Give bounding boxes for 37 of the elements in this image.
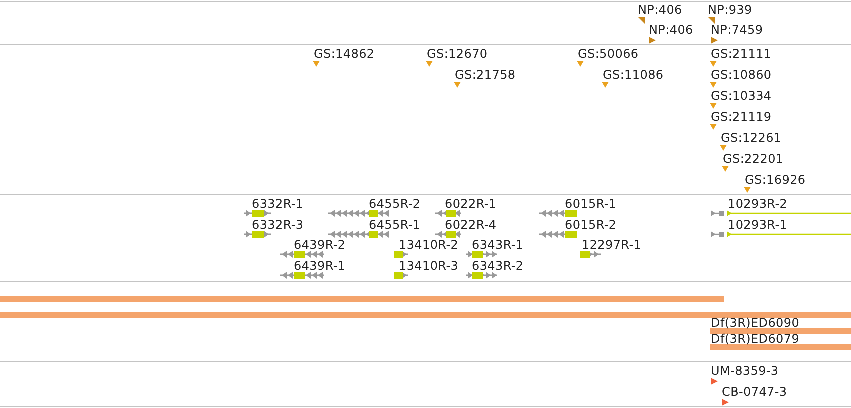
feature-label: GS:21111 bbox=[711, 47, 772, 61]
feature-label: 12297R-1 bbox=[582, 238, 642, 252]
feature-label: 10293R-2 bbox=[728, 197, 788, 211]
feature-label: GS:14862 bbox=[314, 47, 375, 61]
feature-label: GS:50066 bbox=[578, 47, 639, 61]
feature-label: 6343R-2 bbox=[472, 259, 524, 273]
feature-label: 10293R-1 bbox=[728, 218, 788, 232]
feature-label: 13410R-3 bbox=[399, 259, 459, 273]
feature-label: Df(3R)ED6090 bbox=[711, 316, 800, 330]
feature-label: NP:406 bbox=[638, 3, 682, 17]
feature-label: GS:21758 bbox=[455, 68, 516, 82]
feature-label: GS:10860 bbox=[711, 68, 772, 82]
feature-label: UM-8359-3 bbox=[711, 364, 779, 378]
feature-label: 6015R-1 bbox=[565, 197, 617, 211]
feature-label: 6022R-1 bbox=[445, 197, 497, 211]
feature-label: GS:11086 bbox=[603, 68, 664, 82]
feature-label: GS:12261 bbox=[721, 131, 782, 145]
feature-label: GS:10334 bbox=[711, 89, 772, 103]
feature-label: NP:7459 bbox=[711, 23, 764, 37]
feature-label: 6022R-4 bbox=[445, 218, 497, 232]
feature-label: GS:21119 bbox=[711, 110, 772, 124]
feature-label: 6015R-2 bbox=[565, 218, 617, 232]
feature-label: GS:12670 bbox=[427, 47, 488, 61]
feature-label: 6455R-2 bbox=[369, 197, 421, 211]
feature-label: 13410R-2 bbox=[399, 238, 459, 252]
feature-label: 6455R-1 bbox=[369, 218, 421, 232]
feature-label: 6439R-1 bbox=[294, 259, 346, 273]
feature-label: GS:16926 bbox=[745, 173, 806, 187]
feature-label: Df(3R)ED6079 bbox=[711, 332, 800, 346]
feature-label: GS:22201 bbox=[723, 152, 784, 166]
feature-label: 6332R-3 bbox=[252, 218, 304, 232]
feature-label: 6439R-2 bbox=[294, 238, 346, 252]
feature-label: NP:406 bbox=[649, 23, 694, 37]
feature-label: 6343R-1 bbox=[472, 238, 524, 252]
feature-label: CB-0747-3 bbox=[722, 385, 788, 399]
feature-label: 6332R-1 bbox=[252, 197, 304, 211]
feature-label: NP:939 bbox=[708, 3, 752, 17]
